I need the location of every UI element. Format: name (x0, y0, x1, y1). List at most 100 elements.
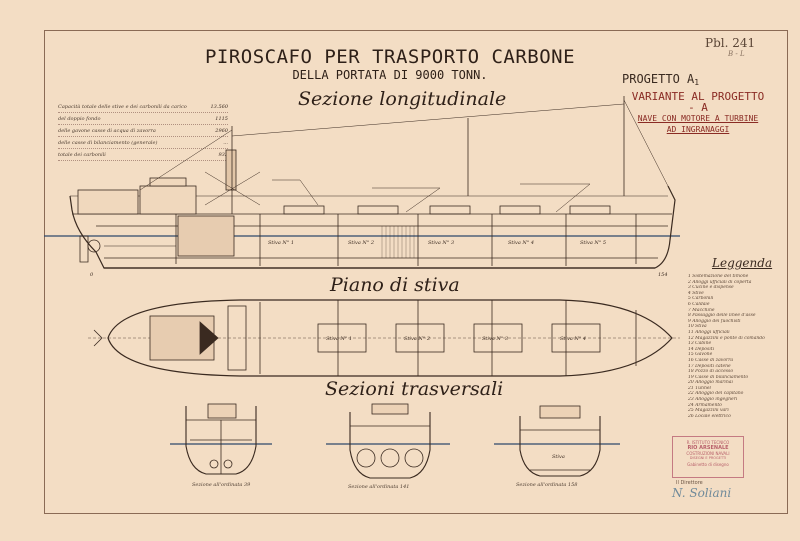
aft-superstructure (77, 189, 139, 215)
section-shaft (209, 459, 219, 469)
variant-note: VARIANTE AL PROGETTO - A NAVE CON MOTORE… (628, 91, 768, 135)
plate-subtitle: B - L (728, 50, 745, 58)
stay-main (231, 103, 625, 137)
legend-item: 15 Gavone (688, 352, 713, 358)
capacity-label: delle casse di bilanciamento (generale) (58, 140, 158, 146)
hatch (499, 205, 541, 215)
legend-item: 16 Casse di zavorra (688, 357, 734, 363)
section-caption-2: Sezione all'ordinata 141 (348, 484, 410, 490)
legend-item: 14 Depositi (688, 346, 715, 352)
section-title-longitudinal: Sezione longitudinale (298, 88, 507, 110)
hold-label: Stiva N° 2 (348, 240, 374, 246)
plan-hold-label: Stiva N° 2 (404, 336, 430, 342)
stamp-line-1: R. ISTITUTO TECNICO (686, 440, 730, 445)
plan-hold-label: Stiva N° 1 (326, 336, 352, 342)
boiler (356, 448, 376, 468)
legend-item: 2 Alloggi ufficiali di coperta (688, 279, 752, 285)
section-title-transverse: Sezioni trasversali (325, 378, 504, 400)
hold-labels: Stiva N° 1 Stiva N° 2 Stiva N° 3 Stiva N… (90, 240, 668, 278)
derrick-1 (204, 171, 261, 206)
boiler (380, 448, 400, 468)
legend-item: 1 Sistemazione del timone (688, 274, 749, 279)
legend-item: 7 Macchine (688, 307, 715, 313)
stay-fore (623, 99, 671, 191)
section-shaft (223, 459, 233, 469)
legend-item: 13 Cabine (688, 341, 712, 347)
engine-room (177, 215, 235, 257)
hold-plan (88, 299, 680, 377)
bunker (227, 305, 247, 371)
stamp-line-2: RIO ARSENALE (687, 445, 729, 451)
capacity-row: delle casse di bilanciamento (generale).… (58, 138, 228, 149)
project-text: PROGETTO A (622, 72, 695, 86)
capacity-value: ... (223, 140, 228, 146)
funnel (225, 149, 237, 191)
frame-number-aft: 0 (90, 272, 94, 278)
legend-item: 21 Tunnel (688, 385, 711, 391)
bridge-upper (149, 177, 187, 187)
section-caption-3: Sezione all'ordinata 158 (516, 482, 578, 488)
capacity-value: 13.560 (210, 104, 229, 110)
longitudinal-section (44, 96, 680, 269)
legend-item: 10 Stiva (688, 324, 707, 330)
capacity-row: Capacità totale delle stive e dei carbon… (58, 102, 228, 113)
hatch (569, 205, 611, 215)
legend-item: 18 Pozzo di accesso (688, 369, 734, 375)
capacity-value: 1115 (215, 116, 228, 122)
legend-item: 25 Magazzini vari (688, 408, 729, 414)
variant-line-3: AD INGRANAGGI (666, 125, 730, 134)
legend-item: 5 Carbonili (688, 296, 714, 302)
hold-framing (381, 226, 415, 258)
hold-label: Stiva N° 1 (268, 240, 294, 246)
legend-item: 22 Alloggio del capitano (688, 391, 744, 397)
transverse-section-2 (326, 403, 450, 479)
hold-label: Stiva N° 5 (580, 240, 606, 246)
sheet-border (44, 30, 788, 514)
section-house (371, 403, 409, 415)
capacity-label: del doppio fondo (58, 116, 101, 122)
section-hull (519, 416, 601, 477)
project-label: PROGETTO A1 (622, 72, 699, 87)
transverse-section-1 (170, 403, 272, 475)
bridge-house (139, 185, 197, 215)
plan-hatch (473, 323, 523, 353)
boiler (404, 448, 424, 468)
plan-propeller (93, 329, 103, 347)
stamp-line-4: DISEGNI E PROGETTI (689, 456, 727, 460)
plan-hatch (317, 323, 367, 353)
capacity-row: totale dei carbonili 933 (58, 150, 228, 161)
legend-item: 4 Stive (688, 290, 704, 296)
legend-item: 11 Alloggi ufficiali (688, 329, 730, 335)
capacity-label: delle gavone casse di acqua di zavorra (58, 128, 156, 134)
transverse-section-3 (494, 405, 620, 477)
legend-item: 19 Casse di bilanciamento (688, 374, 749, 380)
section-hull (349, 412, 431, 479)
plan-hold-label: Stiva N° 4 (560, 336, 586, 342)
section-hold-label: Stiva (552, 454, 565, 460)
plan-outline (107, 299, 673, 377)
boiler-wedge (199, 321, 219, 355)
legend-item: 20 Alloggio marinai (688, 380, 733, 386)
legend-item: 26 Locale elettrico (688, 413, 731, 419)
rudder (79, 235, 89, 263)
director-label: Il Direttore (676, 480, 703, 486)
section-house (207, 403, 237, 419)
legend-item: 12 Magazzini e ponte di comando (688, 335, 765, 341)
section-caption-1: Sezione all'ordinata 39 (192, 482, 251, 488)
capacity-label: totale dei carbonili (58, 152, 106, 158)
director-signature: N. Soliani (672, 486, 732, 500)
institute-stamp: R. ISTITUTO TECNICO RIO ARSENALE COSTRUZ… (672, 436, 744, 478)
variant-line-2: NAVE CON MOTORE A TURBINE (637, 114, 759, 123)
section-hatch-coaming (539, 405, 581, 419)
stamp-line-5: Gabinetto di disegno (687, 462, 729, 467)
legend-item: 3 Cucine e dispense (688, 285, 734, 291)
capacity-value: 933 (218, 152, 228, 158)
legend-item: 24 Armamento (688, 402, 722, 408)
hold-label: Stiva N° 3 (428, 240, 454, 246)
plan-hold-label: Stiva N° 3 (482, 336, 508, 342)
capacity-table: Capacità totale delle stive e dei carbon… (58, 102, 228, 162)
project-sub: 1 (694, 78, 700, 87)
